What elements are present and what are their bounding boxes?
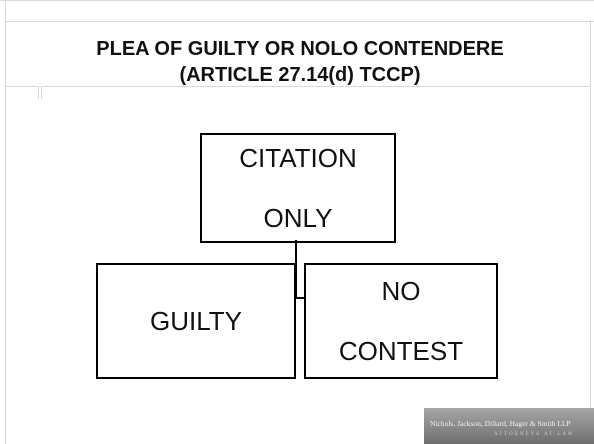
citation-only-box: CITATION ONLY	[200, 133, 396, 243]
no-contest-box: NO CONTEST	[304, 263, 498, 379]
no-contest-line-2: CONTEST	[338, 336, 464, 366]
connector-horizontal	[294, 297, 304, 299]
slide-frame-top	[5, 0, 594, 22]
citation-only-line-2: ONLY	[263, 203, 333, 233]
slide-frame-corner	[0, 0, 6, 21]
title-divider-left	[5, 86, 39, 99]
no-contest-line-1: NO	[381, 276, 421, 306]
connector-vertical	[295, 240, 297, 298]
title-line-1: PLEA OF GUILTY OR NOLO CONTENDERE	[96, 38, 504, 60]
firm-name: Nichols, Jackson, Dillard, Hager & Smith…	[430, 419, 571, 428]
slide-frame-left	[0, 20, 6, 444]
firm-logo: Nichols, Jackson, Dillard, Hager & Smith…	[424, 408, 594, 444]
title-line-2: (ARTICLE 27.14(d) TCCP)	[179, 64, 421, 86]
citation-only-line-1: CITATION	[239, 143, 357, 173]
title-divider-right	[41, 86, 591, 99]
slide-title: PLEA OF GUILTY OR NOLO CONTENDERE (ARTIC…	[30, 36, 570, 88]
guilty-label: GUILTY	[150, 306, 242, 336]
slide-frame-right	[590, 20, 594, 444]
guilty-box: GUILTY	[96, 263, 296, 379]
firm-tagline: ATTORNEYS AT LAW	[494, 432, 575, 437]
